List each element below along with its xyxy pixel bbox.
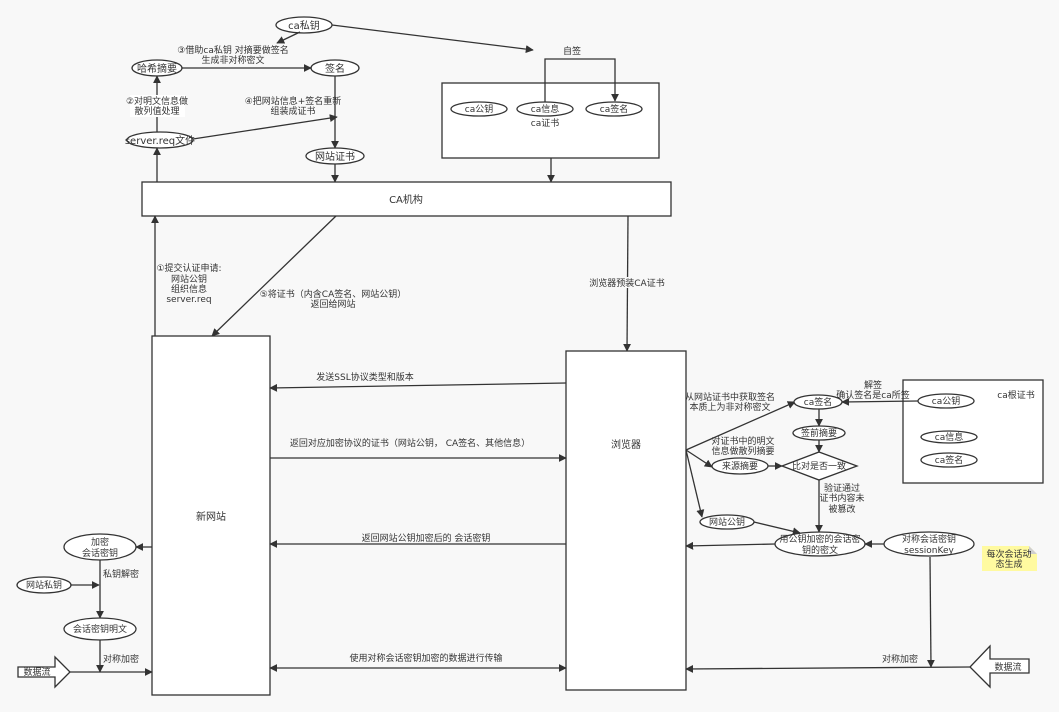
encrypted-session-key-line2: 会话密钥 <box>82 547 118 559</box>
ca-root-public-key-label: ca公钥 <box>932 395 960 407</box>
ca-root-cert-label: ca根证书 <box>997 389 1034 401</box>
edge-browser-to-source-digest <box>685 449 713 468</box>
step4-label-line2: 组装成证书 <box>270 105 315 117</box>
browser-preinstall-label: 浏览器预装CA证书 <box>589 277 664 289</box>
edge-cipher-to-browser <box>685 541 776 550</box>
ca-root-info-node <box>920 430 978 444</box>
ca-cert-box <box>441 82 660 159</box>
private-key-decrypt-label: 私钥解密 <box>103 568 139 580</box>
source-digest-label: 来源摘要 <box>722 460 758 472</box>
get-signature-label-line2: 本质上为非对称密文 <box>689 401 770 413</box>
ca-root-signature-label: ca签名 <box>935 454 963 466</box>
pre-sign-digest-label: 签前摘要 <box>801 427 837 439</box>
edge-session-key-to-encrypt <box>926 556 935 668</box>
step2-label-line1: ②对明文信息做 <box>126 95 188 107</box>
step2-label-bg <box>130 95 185 117</box>
edge-browser-to-site-public-key <box>685 449 705 518</box>
edge-self-sign <box>544 58 619 102</box>
website-label: 新网站 <box>196 510 226 523</box>
data-stream-right-arrow <box>969 644 1030 689</box>
step1-label-line2: 网站公钥 <box>171 273 207 285</box>
return-session-key-label: 返回网站公钥加密后的 会话密钥 <box>362 532 491 544</box>
hash-plaintext-label-line2: 信息做散列摘要 <box>711 445 774 457</box>
server-req-label: server.req文件 <box>125 134 195 147</box>
data-stream-left-label: 数据流 <box>23 666 50 678</box>
edge-data-stream-to-browser <box>685 664 971 673</box>
ca-cert-signature-node <box>585 101 643 117</box>
note-body <box>982 546 1037 571</box>
encrypted-session-cipher-line1: 用公钥加密的会话密 <box>779 533 860 545</box>
browser-box <box>565 350 687 691</box>
ca-org-label: CA机构 <box>389 193 423 206</box>
edge-send-ssl <box>269 382 567 392</box>
step4-label-line1: ④把网站信息+签名重新 <box>245 95 342 107</box>
site-private-key-label: 网站私钥 <box>26 579 62 591</box>
ca-root-info-label: ca信息 <box>935 431 963 443</box>
data-stream-left-arrow <box>17 655 71 689</box>
step1-label-line1: ①提交认证申请: <box>156 262 221 274</box>
browser-label: 浏览器 <box>611 438 641 451</box>
edge-ca-key-to-self-sign <box>331 24 534 54</box>
browser-preinstall-label-bg <box>590 277 665 288</box>
ca-cert-signature-label: ca签名 <box>600 103 628 115</box>
note-fold-icon <box>1029 546 1037 554</box>
signature-label: 签名 <box>325 62 345 75</box>
encrypted-session-cipher-line2: 钥的密文 <box>802 544 838 556</box>
ca-cert-info-label: ca信息 <box>531 103 559 115</box>
note-line1: 每次会话动 <box>986 548 1031 560</box>
compare-label: 比对是否一致 <box>792 460 846 472</box>
decrypt-sign-label-line2: 确认签名是ca所签 <box>836 389 909 401</box>
step1-label-line4: server.req <box>166 295 211 305</box>
edge-root-public-key-to-ca-signature <box>841 397 919 406</box>
note-line2: 态生成 <box>995 558 1022 570</box>
symmetric-encrypt-right-label: 对称加密 <box>882 653 918 665</box>
data-transfer-label: 使用对称会话密钥加密的数据进行传输 <box>349 652 502 664</box>
self-sign-label: 自签 <box>563 45 581 57</box>
get-signature-label-line1: 从网站证书中获取签名 <box>685 391 775 403</box>
step3-label-line2: 生成非对称密文 <box>201 54 264 66</box>
ca-org-box <box>141 181 672 217</box>
ca-root-signature-node <box>920 452 978 468</box>
return-cert-label: 返回对应加密协议的证书（网站公钥， CA签名、其他信息） <box>290 437 530 449</box>
edge-browser-to-ca-signature <box>685 401 796 451</box>
site-cert-label: 网站证书 <box>315 150 355 163</box>
data-stream-right-label: 数据流 <box>994 661 1021 673</box>
encrypted-session-key-line1: 加密 <box>91 536 109 548</box>
decrypt-sign-label-line1: 解签 <box>864 379 882 391</box>
browser-ca-signature-label: ca签名 <box>804 396 832 408</box>
step1-label-line3: 组织信息 <box>171 283 207 295</box>
session-note: 每次会话动 态生成 <box>982 546 1037 571</box>
verify-pass-label-line3: 被篡改 <box>828 503 855 515</box>
session-key-line1: 对称会话密钥 <box>902 533 956 545</box>
session-key-line2: sessionKey <box>904 546 954 556</box>
website-box <box>151 335 271 696</box>
send-ssl-label: 发送SSL协议类型和版本 <box>316 371 413 383</box>
symmetric-encrypt-left-label: 对称加密 <box>103 653 139 665</box>
session-key-plain-label: 会话密钥明文 <box>73 623 127 635</box>
hash-digest-label: 哈希摘要 <box>137 62 177 75</box>
ca-cert-public-key-label: ca公钥 <box>465 103 493 115</box>
edge-server-req-to-cert <box>192 114 338 140</box>
step5-label-line1: ⑤将证书（内含CA签名、网站公钥） <box>260 288 407 300</box>
ca-cert-label: ca证书 <box>531 118 559 129</box>
ca-private-key-label: ca私钥 <box>288 19 320 32</box>
site-public-key-label: 网站公钥 <box>709 516 745 528</box>
verify-pass-label-line2: 证书内容未 <box>819 492 864 504</box>
edge-ca-to-website <box>211 215 337 337</box>
verify-pass-label-line1: 验证通过 <box>824 482 860 494</box>
edge-site-public-key-to-cipher <box>753 521 801 536</box>
step3-label-line1: ③借助ca私钥 对摘要做签名 <box>177 44 288 56</box>
hash-plaintext-label-line1: 对证书中的明文 <box>711 435 774 447</box>
ca-cert-public-key-node <box>450 101 508 117</box>
step2-label-line2: 散列值处理 <box>134 105 179 117</box>
step5-label-line2: 返回给网站 <box>310 298 355 310</box>
edge-ca-key-to-step3 <box>276 31 301 44</box>
